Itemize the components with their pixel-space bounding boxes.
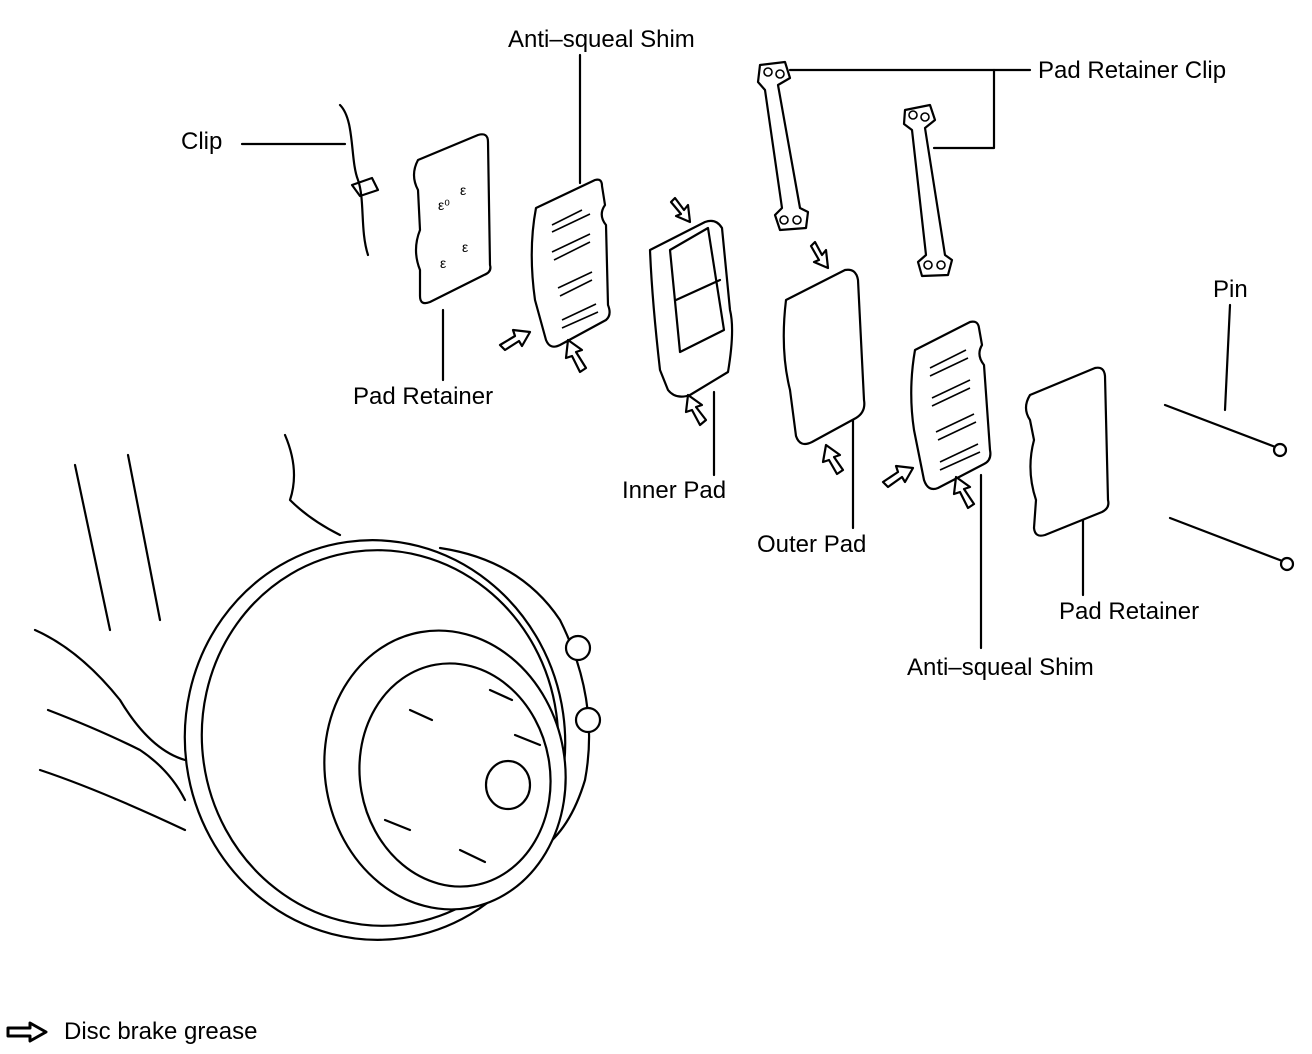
label-pad-retainer-left: Pad Retainer [353,383,494,410]
inner-pad-part [648,219,734,398]
svg-text:ε: ε [462,239,468,255]
svg-text:ε: ε [440,255,446,271]
grease-arrows [498,196,976,510]
label-clip: Clip [181,128,223,155]
label-anti-squeal-shim-upper: Anti–squeal Shim [508,26,695,53]
outer-pad-part [782,268,866,446]
pin-parts [1163,403,1295,572]
grease-arrow-icon [6,1021,48,1043]
label-pin: Pin [1213,276,1248,303]
legend: Disc brake grease [6,1018,257,1046]
svg-text:ε⁰: ε⁰ [438,197,450,213]
label-pad-retainer-right: Pad Retainer [1059,598,1200,625]
pad-retainer-1-part: ε⁰ ε ε ε [412,133,492,305]
label-outer-pad: Outer Pad [757,531,867,558]
svg-text:ε: ε [460,182,466,198]
anti-squeal-shim-2-part [910,320,992,491]
pad-retainer-clip-1-part [756,60,810,232]
legend-text: Disc brake grease [64,1018,258,1045]
leader-lines [240,53,1232,650]
pad-retainer-2-part [1024,366,1110,537]
label-pad-retainer-clip: Pad Retainer Clip [1038,57,1227,84]
label-inner-pad: Inner Pad [622,477,727,504]
anti-squeal-shim-1-part [530,178,611,348]
pad-retainer-clip-2-part [902,103,954,278]
rotor-hub-assembly [33,433,602,941]
label-anti-squeal-shim-lower: Anti–squeal Shim [907,654,1094,681]
clip-part [338,103,380,257]
